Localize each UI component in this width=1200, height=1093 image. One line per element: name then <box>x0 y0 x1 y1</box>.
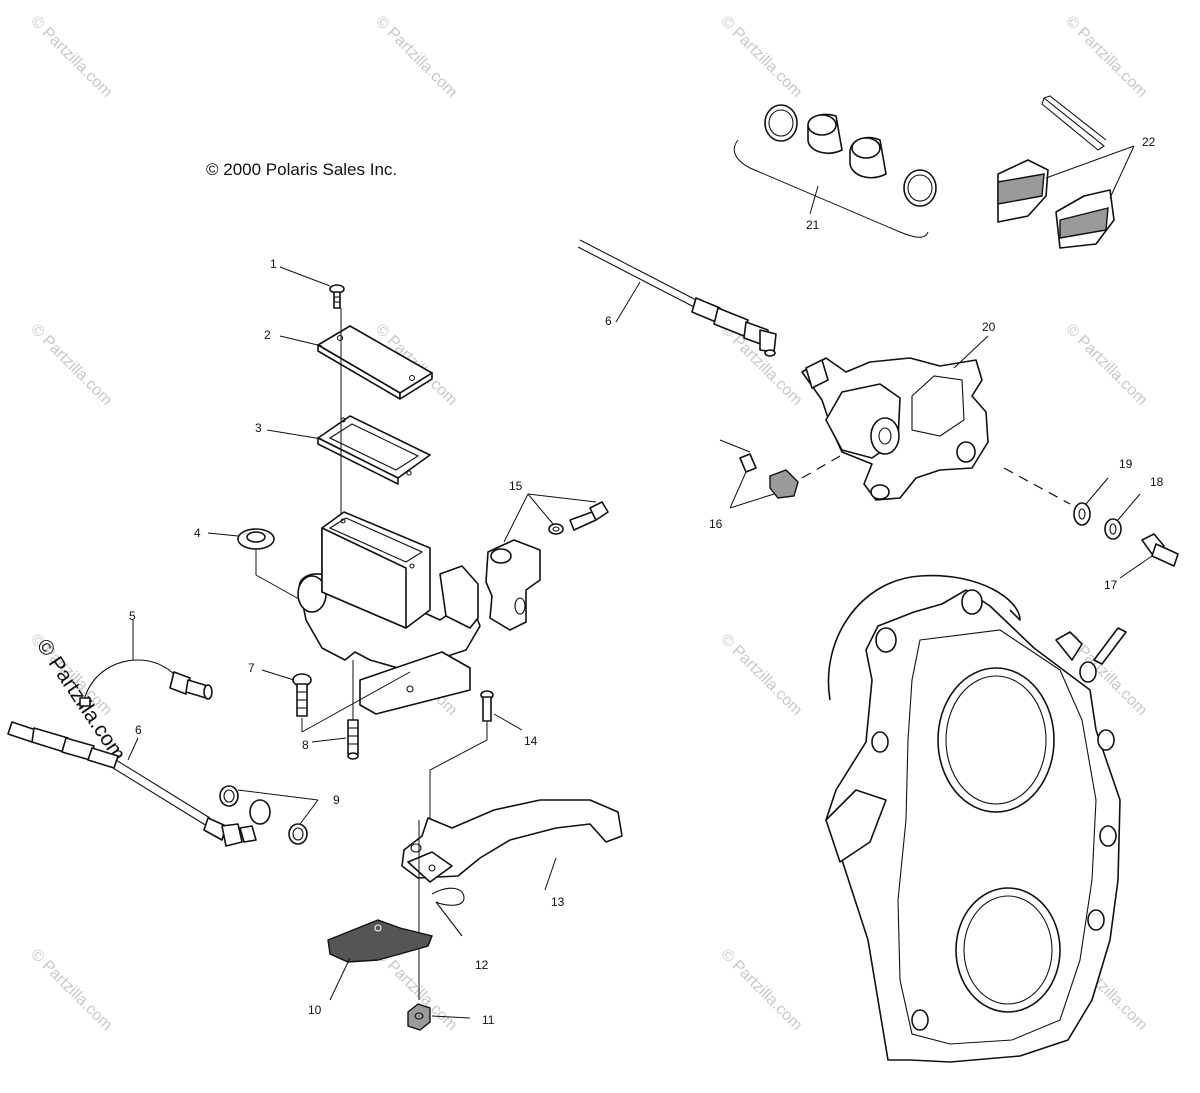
callout-19: 19 <box>1119 457 1133 471</box>
callout-6a: 6 <box>135 723 142 737</box>
callout-15: 15 <box>509 479 523 493</box>
callout-10: 10 <box>308 1003 322 1017</box>
watermark: © Partzilla.com <box>1062 321 1150 409</box>
callout-12: 12 <box>475 958 489 972</box>
watermark: © Partzilla.com <box>1062 13 1150 101</box>
callout-7: 7 <box>248 661 255 675</box>
part-brake-hose-6-right <box>577 239 777 357</box>
watermark: © Partzilla.com <box>717 631 805 719</box>
part-washers-9 <box>219 785 308 845</box>
callout-21: 21 <box>806 218 820 232</box>
part-brake-hose-6-left <box>7 721 257 847</box>
watermark: © Partzilla.com <box>717 13 805 101</box>
part-clamp-15 <box>485 501 609 631</box>
callout-2: 2 <box>264 328 271 342</box>
callout-17: 17 <box>1104 578 1118 592</box>
callout-5: 5 <box>129 609 136 623</box>
watermark: © Partzilla.com <box>27 946 115 1034</box>
part-brake-switch-5 <box>79 659 213 707</box>
callout-20: 20 <box>982 320 996 334</box>
part-brake-lever-13 <box>401 799 623 883</box>
callout-16: 16 <box>709 517 723 531</box>
part-nut-11 <box>407 1003 431 1031</box>
copyright-notice: © 2000 Polaris Sales Inc. <box>206 160 397 179</box>
part-reservoir-cover-2 <box>317 325 433 400</box>
part-chaincase-assembly <box>825 574 1127 1063</box>
part-screw-7 <box>292 673 312 717</box>
callout-labels: 1 2 3 4 5 6 6 7 8 9 10 11 12 13 14 15 16… <box>129 135 1164 1027</box>
part-spring-12 <box>431 887 465 937</box>
watermark: © Partzilla.com <box>717 946 805 1034</box>
callout-9: 9 <box>333 793 340 807</box>
callout-18: 18 <box>1150 475 1164 489</box>
callout-1: 1 <box>270 257 277 271</box>
part-bolt-17 <box>1141 533 1179 567</box>
watermark: © Partzilla.com <box>27 13 115 101</box>
callout-11: 11 <box>482 1013 495 1027</box>
part-screw-8 <box>347 719 359 760</box>
callout-22: 22 <box>1142 135 1156 149</box>
part-master-cylinder <box>297 511 481 715</box>
part-brake-pads-22 <box>997 95 1115 249</box>
part-washer-4 <box>237 528 275 550</box>
callout-3: 3 <box>255 421 262 435</box>
part-piston-kit-21 <box>764 104 937 207</box>
part-caliper-20 <box>801 357 989 501</box>
callout-14: 14 <box>524 734 538 748</box>
callout-13: 13 <box>551 895 565 909</box>
callout-4: 4 <box>194 526 201 540</box>
part-diaphragm-3 <box>317 415 431 485</box>
part-bleeder-16 <box>739 453 799 499</box>
part-lever-10 <box>327 919 433 963</box>
watermark: © Partzilla.com <box>372 13 460 101</box>
watermark: © Partzilla.com <box>27 321 115 409</box>
part-pin-14 <box>480 690 494 722</box>
callout-6b: 6 <box>605 314 612 328</box>
part-washers-18-19 <box>1073 502 1122 540</box>
part-screw-1 <box>329 284 345 309</box>
callout-8: 8 <box>302 738 309 752</box>
